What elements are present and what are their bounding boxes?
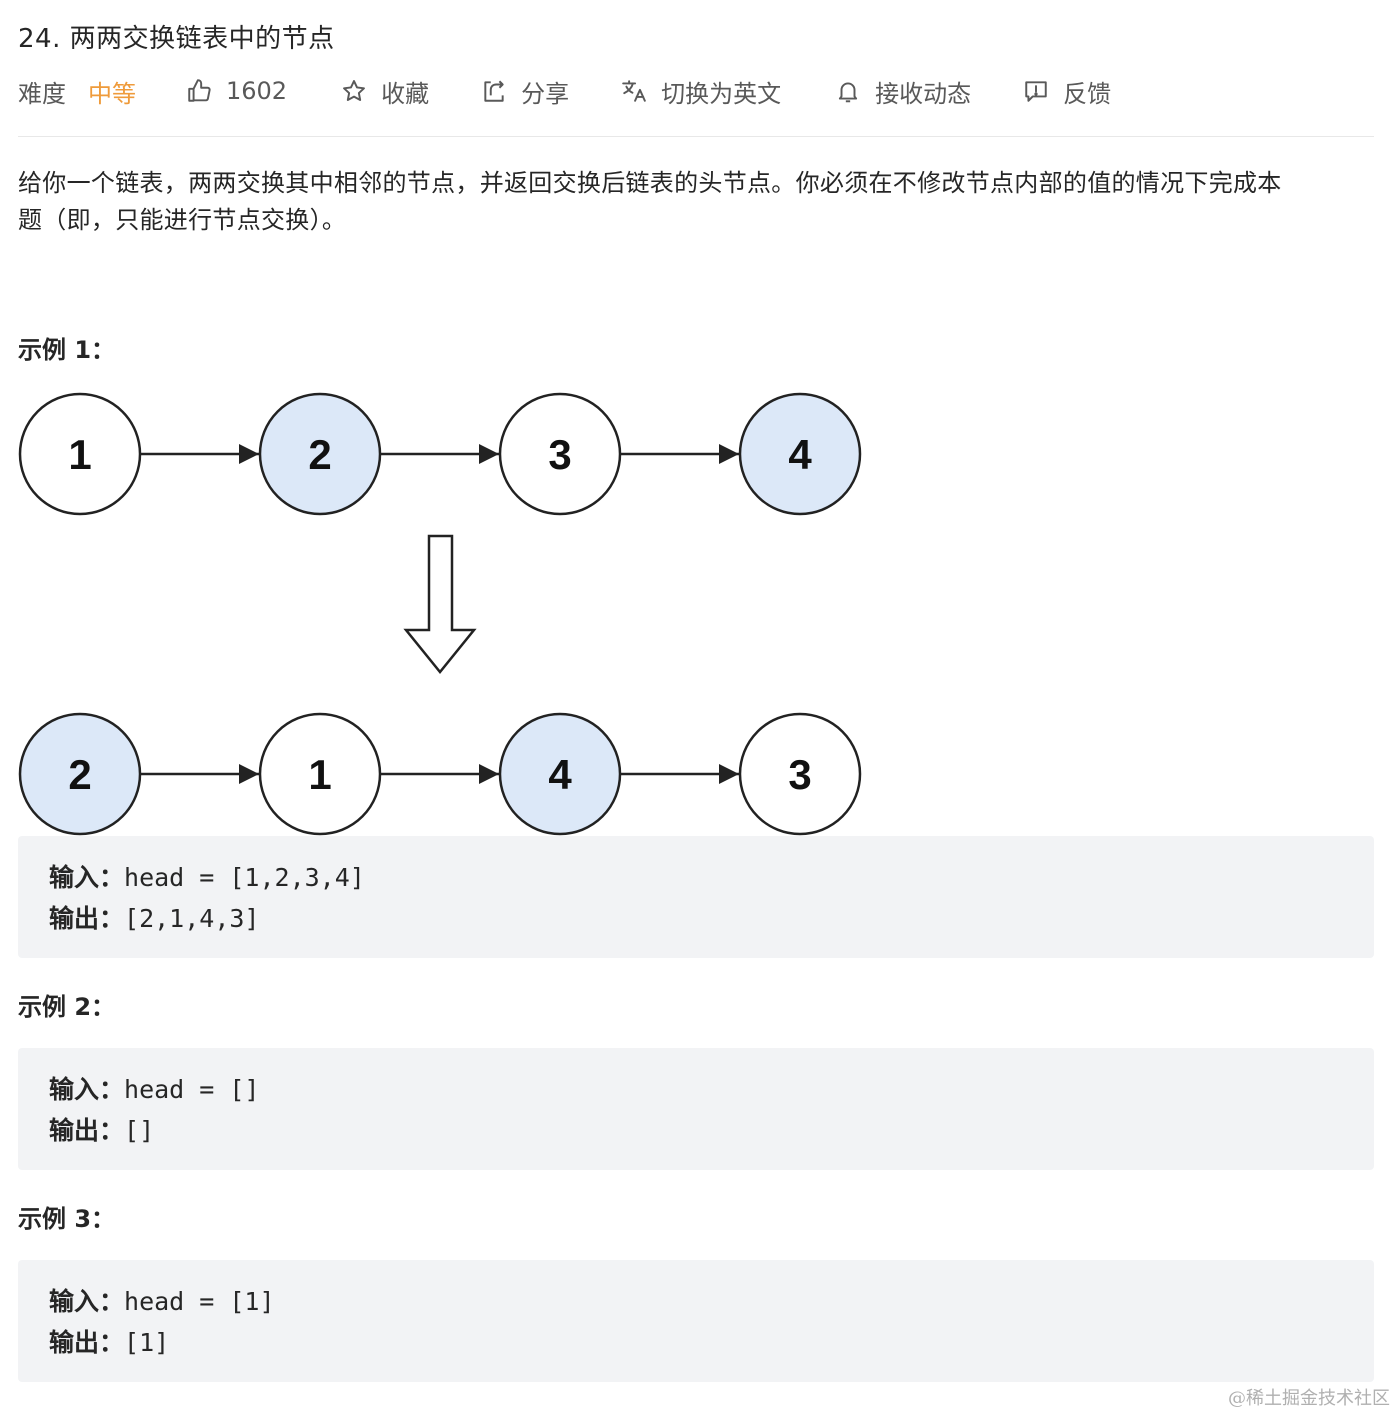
header-divider — [18, 136, 1374, 137]
example-2-code-block: 输入：head = [] 输出：[] — [18, 1048, 1374, 1170]
example-2-heading: 示例 2： — [18, 993, 116, 1021]
input-value: head = [1] — [124, 1287, 275, 1316]
before-list: 1 2 3 4 — [18, 392, 862, 516]
output-label: 输出： — [49, 1328, 125, 1357]
after-node-1 — [18, 712, 142, 836]
after-node-4-label: 3 — [788, 751, 811, 798]
before-node-2 — [258, 392, 382, 516]
switch-language-button[interactable]: 切换为英文 — [621, 74, 781, 109]
before-node-1-label: 1 — [68, 431, 91, 478]
collect-label: 收藏 — [381, 79, 430, 108]
input-value: head = [1,2,3,4] — [124, 863, 365, 892]
input-label: 输入： — [49, 1287, 125, 1316]
star-icon — [343, 80, 366, 101]
before-node-1 — [18, 392, 142, 516]
after-node-3-label: 4 — [548, 751, 572, 798]
after-node-2-label: 1 — [308, 751, 331, 798]
after-arrowhead-3 — [719, 764, 739, 784]
problem-toolbar: 难度 中等 1602 收藏 分享 切换为英文 — [18, 74, 1111, 108]
example-1-input: 输入：head = [1,2,3,4] — [49, 858, 365, 894]
before-arrowhead-3 — [719, 444, 739, 464]
example-1-heading: 示例 1： — [18, 336, 116, 364]
subscribe-button[interactable]: 接收动态 — [835, 74, 971, 109]
before-node-3-label: 3 — [548, 431, 571, 478]
share-label: 分享 — [521, 79, 570, 108]
before-node-3 — [498, 392, 622, 516]
example-1-output: 输出：[2,1,4,3] — [49, 899, 259, 935]
share-icon — [484, 80, 504, 102]
example-3-input: 输入：head = [1] — [49, 1282, 275, 1318]
feedback-icon — [1025, 81, 1047, 102]
example-3-code-block: 输入：head = [1] 输出：[1] — [18, 1260, 1374, 1382]
before-node-4 — [738, 392, 862, 516]
output-label: 输出： — [49, 1116, 125, 1145]
watermark: @稀土掘金技术社区 — [1228, 1388, 1390, 1409]
input-label: 输入： — [49, 863, 125, 892]
input-value: head = [] — [124, 1075, 260, 1104]
like-count: 1602 — [226, 77, 288, 105]
before-arrowhead-2 — [479, 444, 499, 464]
after-arrowhead-1 — [239, 764, 259, 784]
output-value: [1] — [124, 1328, 170, 1357]
difficulty-value: 中等 — [88, 79, 136, 108]
swap-diagram: 1 2 3 4 2 1 4 3 — [18, 392, 862, 836]
after-arrowhead-2 — [479, 764, 499, 784]
problem-description: 给你一个链表，两两交换其中相邻的节点，并返回交换后链表的头节点。你必须在不修改节… — [18, 165, 1380, 239]
bell-icon — [838, 82, 858, 103]
share-button[interactable]: 分享 — [481, 74, 569, 109]
before-arrowhead-1 — [239, 444, 259, 464]
after-node-4 — [738, 712, 862, 836]
after-node-2 — [258, 712, 382, 836]
difficulty-label: 难度 — [18, 79, 66, 108]
after-node-3 — [498, 712, 622, 836]
description-line-1: 给你一个链表，两两交换其中相邻的节点，并返回交换后链表的头节点。你必须在不修改节… — [18, 169, 1282, 197]
after-node-1-label: 2 — [68, 751, 91, 798]
before-node-4-label: 4 — [788, 431, 812, 478]
thumbs-up-icon — [188, 79, 211, 102]
feedback-label: 反馈 — [1063, 79, 1112, 108]
subscribe-label: 接收动态 — [875, 79, 972, 108]
translate-icon — [622, 80, 646, 102]
description-line-2: 题（即，只能进行节点交换）。 — [18, 206, 347, 234]
example-2-output: 输出：[] — [49, 1111, 154, 1147]
switch-language-label: 切换为英文 — [661, 79, 782, 108]
collect-button[interactable]: 收藏 — [341, 74, 429, 109]
input-label: 输入： — [49, 1075, 125, 1104]
problem-title: 24. 两两交换链表中的节点 — [18, 24, 335, 54]
example-3-heading: 示例 3： — [18, 1205, 116, 1233]
like-button[interactable]: 1602 — [186, 77, 287, 105]
down-arrow-icon — [403, 534, 477, 674]
output-value: [2,1,4,3] — [124, 904, 260, 933]
output-label: 输出： — [49, 904, 125, 933]
feedback-button[interactable]: 反馈 — [1023, 74, 1111, 109]
example-2-input: 输入：head = [] — [49, 1070, 259, 1106]
output-value: [] — [124, 1116, 155, 1145]
after-list: 2 1 4 3 — [18, 712, 862, 836]
before-node-2-label: 2 — [308, 431, 331, 478]
example-1-code-block: 输入：head = [1,2,3,4] 输出：[2,1,4,3] — [18, 836, 1374, 958]
example-3-output: 输出：[1] — [49, 1323, 169, 1359]
